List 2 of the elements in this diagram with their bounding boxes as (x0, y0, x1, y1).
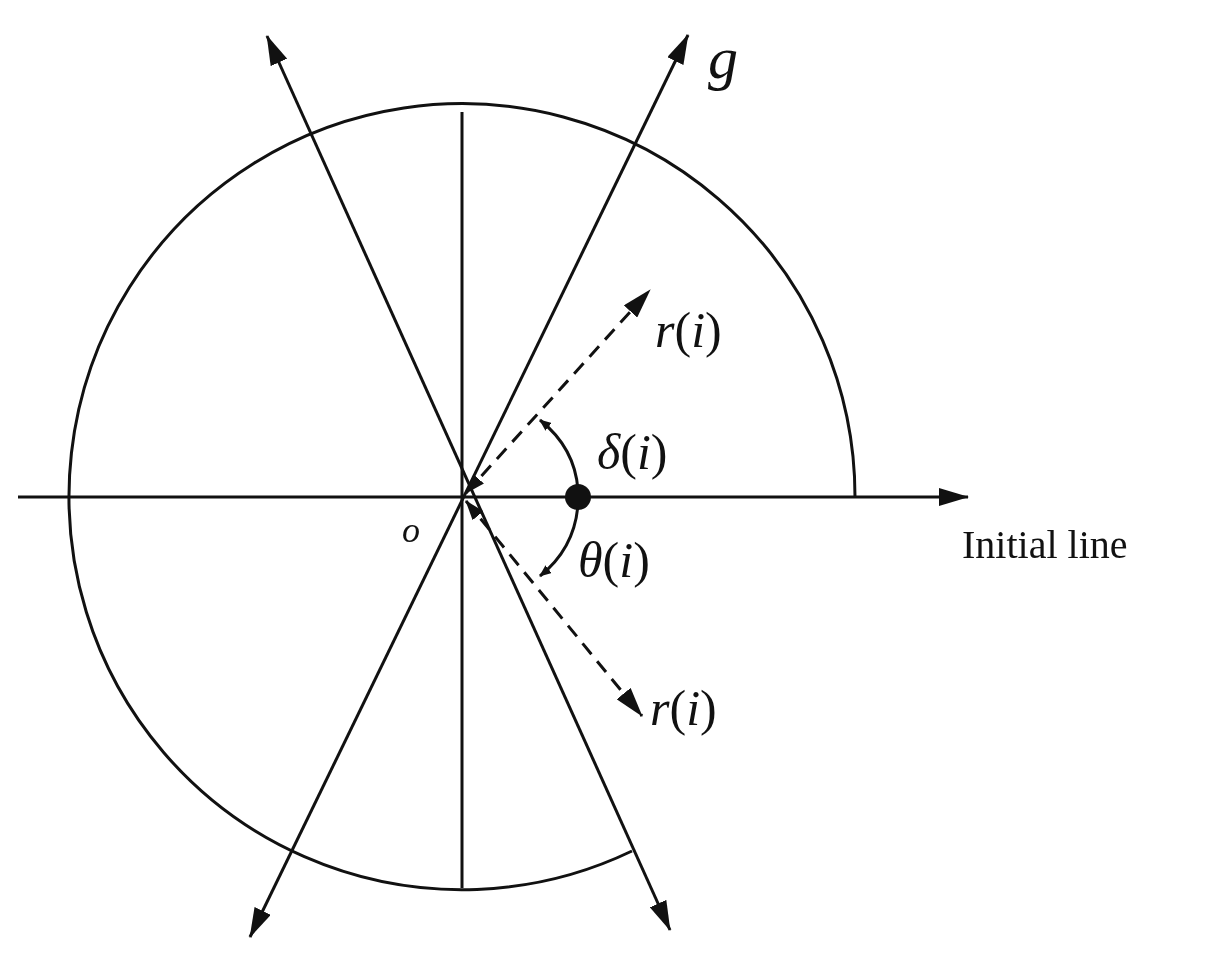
axis-label: Initial line (962, 525, 1128, 565)
origin-label: o (402, 512, 420, 548)
